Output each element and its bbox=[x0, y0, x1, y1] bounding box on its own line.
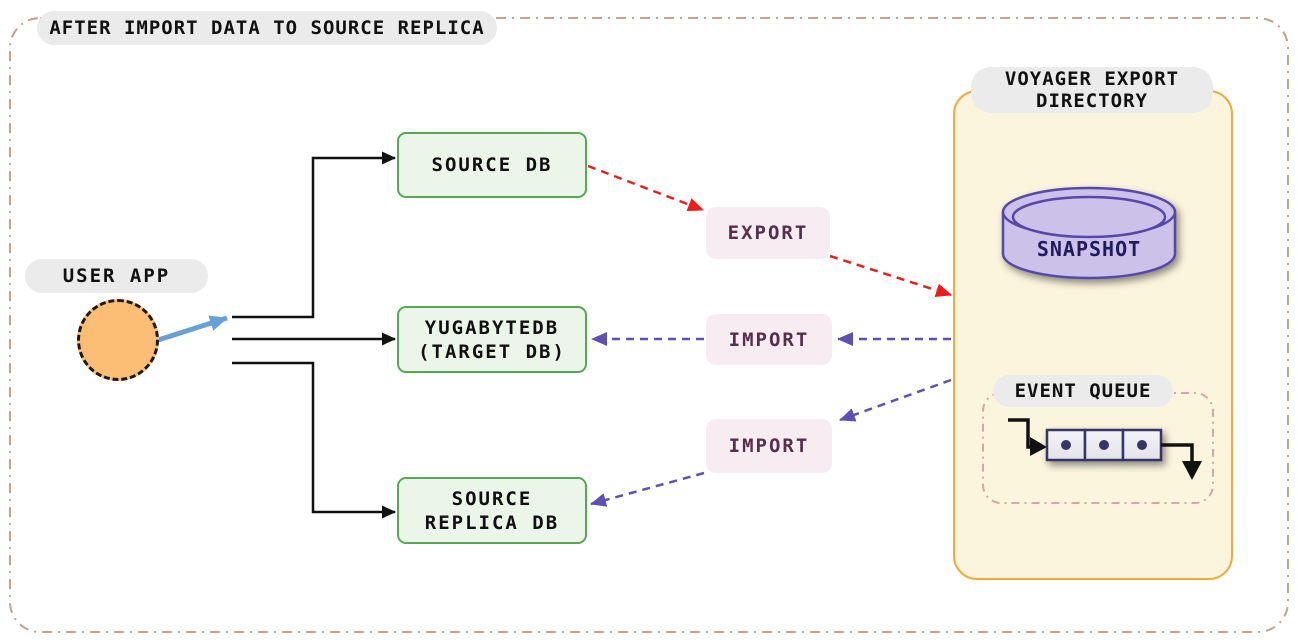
queue-in-arrow bbox=[1008, 418, 1030, 449]
import-label-target: IMPORT bbox=[706, 314, 832, 365]
voyager-title-line2: DIRECTORY bbox=[1036, 90, 1148, 112]
source-replica-db-label-line1: SOURCE bbox=[451, 487, 533, 510]
export-arrow-label-to-voyager bbox=[829, 254, 952, 298]
event-queue-label-text: EVENT QUEUE bbox=[1014, 380, 1152, 402]
target-db-label-line1: YUGABYTEDB bbox=[424, 316, 560, 339]
queue-icon bbox=[1008, 418, 1202, 480]
user-app-label: USER APP bbox=[25, 259, 208, 293]
export-label: EXPORT bbox=[706, 207, 830, 259]
source-replica-db-label-line2: REPLICA DB bbox=[424, 511, 560, 534]
fork-line-to-source-replica-db bbox=[232, 361, 396, 519]
import-arrow-voyager-to-label-replica bbox=[839, 378, 952, 422]
diagram-title-text: AFTER IMPORT DATA TO SOURCE REPLICA bbox=[49, 17, 485, 39]
source-replica-db-node: SOURCE REPLICA DB bbox=[397, 477, 587, 544]
snapshot-label-text: SNAPSHOT bbox=[1036, 237, 1142, 261]
diagram-title: AFTER IMPORT DATA TO SOURCE REPLICA bbox=[37, 11, 497, 45]
voyager-title: VOYAGER EXPORT DIRECTORY bbox=[971, 67, 1213, 113]
import-arrow-label-to-source-replica-db bbox=[590, 471, 705, 507]
import-label-replica: IMPORT bbox=[706, 419, 832, 473]
fork-line-to-source-db bbox=[232, 151, 396, 319]
source-db-node: SOURCE DB bbox=[397, 132, 587, 198]
user-app-arrow bbox=[154, 315, 228, 344]
export-arrow-sourcedb-to-label bbox=[587, 164, 704, 212]
source-db-label: SOURCE DB bbox=[431, 154, 553, 176]
user-app-label-text: USER APP bbox=[62, 265, 171, 287]
voyager-title-line1: VOYAGER EXPORT bbox=[1004, 68, 1180, 90]
event-queue-box bbox=[982, 392, 1214, 504]
snapshot-cylinder-icon bbox=[1001, 186, 1177, 280]
outer-border bbox=[9, 17, 1289, 633]
target-db-label-line2: (TARGET DB) bbox=[418, 340, 566, 363]
voyager-export-directory-container bbox=[953, 90, 1233, 580]
event-queue-label: EVENT QUEUE bbox=[993, 375, 1173, 407]
snapshot-label: SNAPSHOT bbox=[1009, 237, 1169, 261]
queue-out-arrow bbox=[1161, 443, 1194, 462]
import-label-replica-text: IMPORT bbox=[728, 435, 810, 457]
import-label-target-text: IMPORT bbox=[728, 328, 810, 351]
target-db-node: YUGABYTEDB (TARGET DB) bbox=[397, 306, 587, 373]
user-app-circle bbox=[77, 299, 159, 381]
export-label-text: EXPORT bbox=[727, 222, 809, 244]
